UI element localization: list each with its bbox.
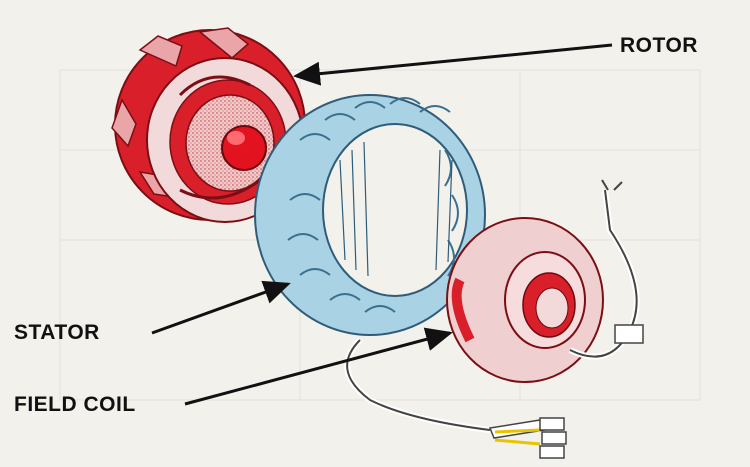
stator-part [254,94,486,336]
field-coil-label: FIELD COIL [14,393,136,416]
leader-arrows [151,43,613,406]
rotor-leader-arrow [293,43,613,86]
stator-label: STATOR [14,321,100,344]
field-coil-part [446,217,604,383]
field-coil-leader-arrow [184,327,453,406]
stator-leader-arrow [151,280,291,335]
terminal-connectors [488,417,567,459]
rotor-label: ROTOR [620,34,698,57]
wire-harness [344,179,644,433]
